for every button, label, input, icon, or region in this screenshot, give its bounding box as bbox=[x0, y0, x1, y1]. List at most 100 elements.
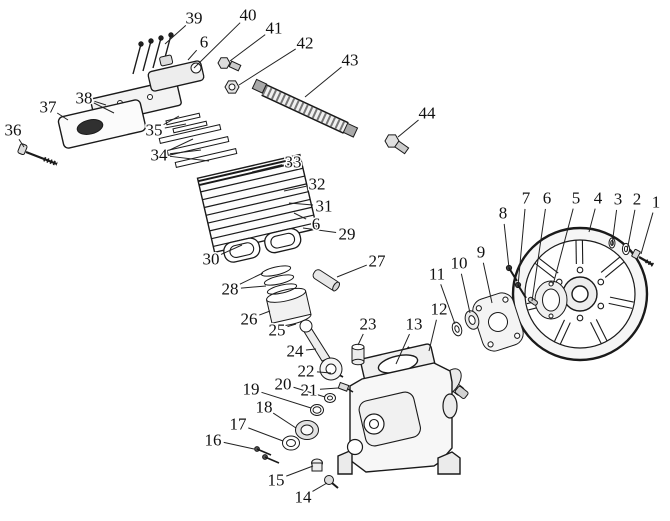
part-number-label: 22 bbox=[298, 362, 315, 381]
part-number-label: 10 bbox=[451, 254, 468, 273]
part-number-label: 4 bbox=[594, 189, 603, 208]
leader-line bbox=[251, 164, 283, 173]
leader-line bbox=[164, 123, 187, 129]
part-number-label: 44 bbox=[419, 104, 437, 123]
part-number-label: 40 bbox=[240, 6, 257, 25]
leader-line bbox=[640, 212, 654, 255]
leader-line bbox=[302, 227, 337, 234]
washer-small bbox=[324, 393, 336, 403]
part-number-label: 43 bbox=[342, 51, 359, 70]
part-number-label: 28 bbox=[222, 280, 239, 299]
part-number-label: 39 bbox=[186, 9, 203, 28]
part-number-label: 42 bbox=[297, 34, 314, 53]
flywheel-fasteners bbox=[608, 237, 654, 267]
bearing-cover bbox=[534, 280, 568, 320]
wrist-pin bbox=[312, 269, 341, 292]
leader-line bbox=[517, 208, 526, 287]
leader-line bbox=[531, 208, 546, 302]
leader-line bbox=[220, 244, 243, 255]
part-number-label: 6 bbox=[312, 215, 321, 234]
leader-line bbox=[460, 273, 471, 314]
leader-line bbox=[288, 202, 314, 206]
leader-line bbox=[223, 441, 255, 450]
bearing-plate bbox=[472, 292, 524, 352]
part-number-label: 13 bbox=[406, 315, 423, 334]
leader-line bbox=[287, 323, 297, 328]
leader-line bbox=[305, 348, 317, 351]
leader-line bbox=[56, 112, 69, 121]
part-number-label: 31 bbox=[316, 197, 333, 216]
hex-plug bbox=[224, 80, 240, 94]
leader-line bbox=[272, 412, 297, 429]
leader-line bbox=[316, 371, 332, 374]
elbow-fitting bbox=[384, 134, 410, 155]
head-fitting bbox=[217, 57, 242, 72]
part-number-label: 41 bbox=[266, 19, 283, 38]
part-number-label: 34 bbox=[151, 146, 169, 165]
unloader-valve bbox=[147, 54, 205, 92]
part-number-label: 2 bbox=[633, 190, 642, 209]
leader-line bbox=[240, 285, 267, 289]
leader-line bbox=[261, 391, 312, 409]
part-number-label: 25 bbox=[269, 321, 286, 340]
leader-line bbox=[168, 138, 194, 151]
leader-line bbox=[93, 102, 115, 114]
oil-sight-glass bbox=[295, 420, 319, 440]
part-number-label: 38 bbox=[76, 89, 93, 108]
part-number-label: 23 bbox=[360, 315, 377, 334]
leader-line bbox=[248, 427, 284, 442]
seal-ring bbox=[282, 435, 300, 451]
leader-line bbox=[293, 386, 326, 398]
rod-sleeve bbox=[351, 343, 365, 366]
leader-line bbox=[163, 115, 180, 126]
o-ring bbox=[310, 404, 324, 416]
leader-line bbox=[164, 24, 187, 45]
cover-bolts bbox=[505, 264, 527, 299]
part-number-label: 36 bbox=[5, 121, 22, 140]
part-number-label: 32 bbox=[309, 175, 326, 194]
leader-line bbox=[312, 482, 328, 492]
breather-plug bbox=[337, 381, 354, 393]
part-number-label: 5 bbox=[572, 189, 581, 208]
leader-line bbox=[259, 310, 271, 316]
crank-washer bbox=[451, 321, 463, 337]
leader-line bbox=[428, 319, 437, 352]
head-bolts bbox=[132, 32, 174, 75]
connecting-rod bbox=[299, 319, 343, 381]
part-number-label: 20 bbox=[275, 375, 292, 394]
part-number-label: 11 bbox=[429, 265, 445, 284]
leader-line bbox=[187, 49, 198, 61]
leader-line bbox=[239, 272, 264, 285]
leader-line bbox=[319, 387, 339, 390]
part-number-label: 15 bbox=[268, 471, 285, 490]
cylinder-block bbox=[196, 153, 318, 263]
leader-line bbox=[588, 208, 596, 233]
part-number-label: 12 bbox=[431, 300, 448, 319]
part-number-label: 30 bbox=[203, 250, 220, 269]
part-number-label: 17 bbox=[230, 415, 248, 434]
part-number-label: 18 bbox=[256, 398, 273, 417]
leader-line bbox=[357, 333, 364, 346]
leader-line bbox=[293, 212, 307, 220]
leader-line bbox=[626, 209, 636, 252]
part-number-label: 27 bbox=[369, 252, 387, 271]
part-number-label: 9 bbox=[477, 243, 486, 262]
leader-line bbox=[169, 149, 202, 155]
piston-rings bbox=[260, 265, 298, 295]
leader-line bbox=[229, 34, 266, 62]
leader-line bbox=[94, 100, 107, 106]
part-number-label: 29 bbox=[339, 225, 356, 244]
part-number-label: 14 bbox=[295, 488, 313, 507]
piston bbox=[265, 287, 312, 327]
part-number-label: 1 bbox=[652, 193, 661, 212]
leader-line bbox=[482, 262, 493, 304]
shaft-key bbox=[527, 296, 538, 306]
part-number-label: 6 bbox=[543, 189, 552, 208]
cover-screws bbox=[254, 446, 280, 464]
part-number-label: 6 bbox=[200, 33, 209, 52]
leader-line bbox=[193, 22, 241, 69]
leader-line bbox=[238, 48, 296, 86]
flywheel-spokes bbox=[526, 239, 634, 345]
